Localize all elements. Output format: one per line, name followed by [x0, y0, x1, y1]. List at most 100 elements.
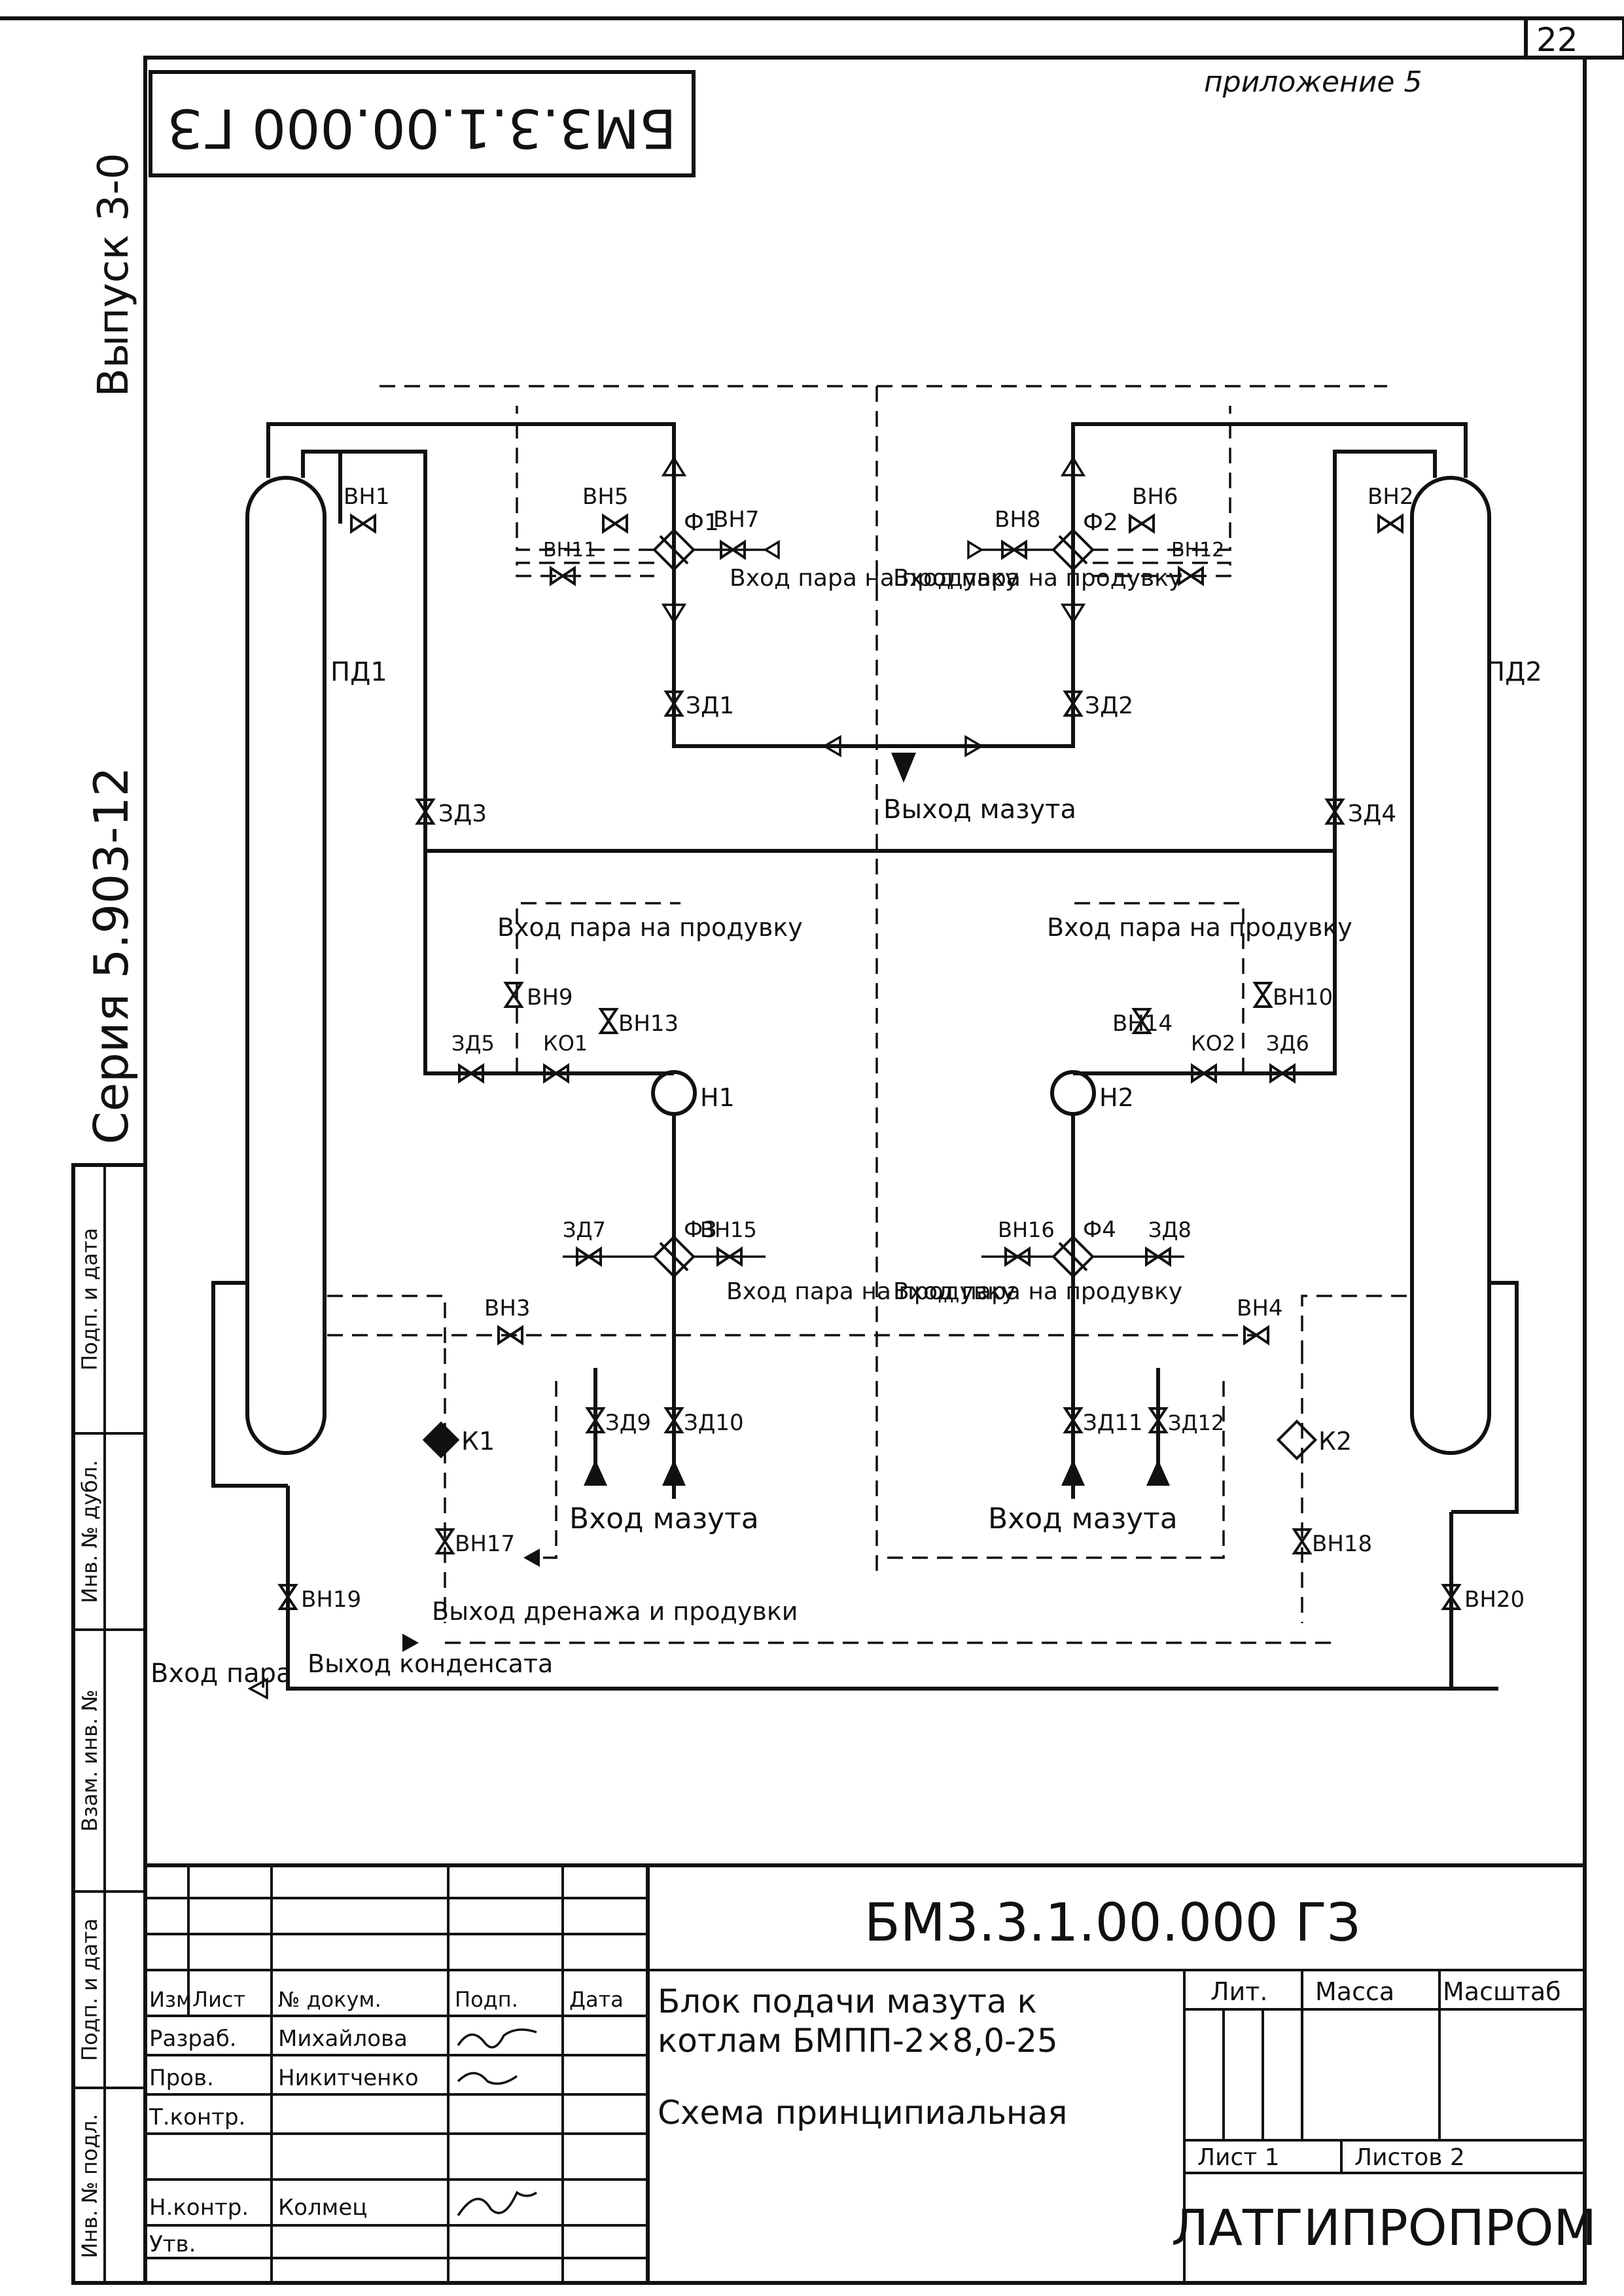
vn10-label: ВН10 — [1273, 984, 1333, 1011]
zd7-label: ЗД7 — [563, 1217, 606, 1242]
pd1-label: ПД1 — [330, 657, 387, 687]
steam-in-purge-4: Вход пара на продувку — [1047, 913, 1352, 942]
vn20-label: ВН20 — [1464, 1587, 1525, 1613]
tb-organization: ЛАТГИПРОПРОМ — [1171, 2198, 1597, 2257]
vn9-label: ВН9 — [527, 984, 573, 1011]
signature-razrab — [457, 2028, 537, 2049]
ko2-label: КО2 — [1191, 1031, 1235, 1056]
sheet-frame — [0, 16, 1624, 2285]
zd9-label: ЗД9 — [605, 1410, 651, 1436]
vn15-label: ВН15 — [700, 1217, 757, 1242]
signature-prov — [457, 2072, 518, 2085]
steam-in-label: Вход пара — [150, 1659, 292, 1689]
f1-label: Ф1 — [684, 509, 719, 536]
vn4-label: ВН4 — [1237, 1295, 1283, 1321]
tb-lit-label: Лит. — [1210, 1977, 1268, 2006]
zd6-label: ЗД6 — [1266, 1031, 1309, 1056]
tb-header-sign: Подп. — [455, 1987, 518, 2012]
tb-sheet-label: Лист 1 — [1197, 2144, 1280, 2171]
vn14-label: ВН14 — [1112, 1011, 1173, 1037]
h2-label: Н2 — [1099, 1083, 1134, 1112]
pump-h2 — [1050, 1070, 1096, 1116]
heater-pd1 — [245, 476, 327, 1455]
signature-nkontr — [457, 2191, 537, 2216]
vn18-label: ВН18 — [1312, 1531, 1372, 1557]
zd12-label: ЗД12 — [1168, 1410, 1224, 1435]
k2-label: К2 — [1318, 1427, 1352, 1456]
tb-role: Н.контр. — [149, 2195, 249, 2221]
side-stamp-label: Подп. и дата — [77, 1918, 102, 2061]
side-issue: Выпуск 3-0 — [90, 153, 138, 397]
condensate-out-label: Выход конденсата — [308, 1649, 553, 1678]
vn17-label: ВН17 — [455, 1531, 515, 1557]
tb-product-name-2: котлам БМПП-2×8,0-25 — [658, 2022, 1058, 2060]
k1-label: К1 — [461, 1427, 495, 1456]
vn19-label: ВН19 — [301, 1587, 361, 1613]
tb-doc-name: Схема принципиальная — [658, 2094, 1067, 2132]
side-series: Серия 5.903-12 — [84, 767, 139, 1145]
f2-label: Ф2 — [1083, 509, 1118, 536]
tb-name: Михайлова — [278, 2026, 408, 2052]
mazut-in-arrow — [584, 1460, 607, 1486]
tb-sheets-label: Листов 2 — [1354, 2144, 1465, 2171]
mazut-in-arrow — [1061, 1460, 1085, 1486]
tb-role: Пров. — [149, 2065, 214, 2091]
zd11-label: ЗД11 — [1083, 1410, 1143, 1436]
mazut-in-arrow — [1146, 1460, 1170, 1486]
tb-role: Утв. — [149, 2231, 196, 2257]
heater-pd2 — [1410, 476, 1491, 1455]
mazut-in-arrow — [662, 1460, 686, 1486]
title-block — [145, 1863, 1585, 2283]
tb-header-list: Лист — [192, 1987, 245, 2012]
zd8-label: ЗД8 — [1148, 1217, 1192, 1242]
side-stamp-label: Инв. № подл. — [77, 2114, 102, 2259]
zd5-label: ЗД5 — [451, 1031, 495, 1056]
steam-in-purge-3: Вход пара на продувку — [497, 913, 803, 942]
pd2-label: ПД2 — [1485, 657, 1542, 687]
side-stamp-label: Подп. и дата — [77, 1228, 102, 1371]
page-number: 22 — [1536, 21, 1578, 59]
steam-in-purge-5: Вход пара на продувку — [726, 1278, 1015, 1305]
piping-schematic: ПД1 ПД2 Ф1 Ф2 ЗД1 ЗД2 ВН7 ВН8 Вход пара … — [150, 385, 1542, 1700]
vn13-label: ВН13 — [618, 1011, 679, 1037]
zd4-label: ЗД4 — [1348, 800, 1396, 827]
f4-label: Ф4 — [1083, 1217, 1116, 1243]
vn1-label: ВН1 — [344, 484, 390, 510]
steam-in-purge-2: Вход пара на продувку — [893, 565, 1182, 592]
vn3-label: ВН3 — [484, 1295, 531, 1321]
ko1-label: КО1 — [543, 1031, 588, 1056]
tb-role: Т.контр. — [149, 2104, 245, 2130]
vn8-label: ВН8 — [995, 507, 1041, 533]
tb-role: Разраб. — [149, 2026, 237, 2052]
f3-label: Ф3 — [684, 1217, 717, 1243]
vn11-label: ВН11 — [543, 539, 596, 562]
zd1-label: ЗД1 — [686, 692, 734, 719]
vn2-label: ВН2 — [1368, 484, 1414, 510]
side-stamp-label: Взам. инв. № — [77, 1689, 102, 1831]
vn5-label: ВН5 — [582, 484, 629, 510]
vn16-label: ВН16 — [998, 1217, 1055, 1242]
stamp-code: БМ3.3.1.00.000 ГЗ — [168, 97, 676, 159]
zd3-label: ЗД3 — [438, 800, 487, 827]
zd10-label: ЗД10 — [684, 1410, 744, 1436]
tb-product-name-1: Блок подачи мазута к — [658, 1982, 1037, 2020]
zd2-label: ЗД2 — [1085, 692, 1133, 719]
tb-header-izm: Изм — [149, 1987, 192, 2012]
appendix-label: приложение 5 — [1204, 65, 1422, 99]
tb-mass-label: Масса — [1315, 1977, 1394, 2006]
mazut-out-arrow — [891, 753, 916, 783]
tb-name: Колмец — [278, 2195, 367, 2221]
drain-out-label: Выход дренажа и продувки — [432, 1597, 798, 1626]
tb-header-date: Дата — [569, 1987, 624, 2012]
tb-name: Никитченко — [278, 2065, 419, 2091]
tb-doc-code: БМ3.3.1.00.000 ГЗ — [864, 1892, 1360, 1953]
steam-in-purge-1: Вход пара на продувку — [730, 565, 1019, 592]
mazut-out-label: Выход мазута — [883, 795, 1076, 825]
tb-scale-label: Масштаб — [1443, 1977, 1561, 2006]
vn7-label: ВН7 — [713, 507, 760, 533]
steam-in-purge-6: Вход пара на продувку — [893, 1278, 1182, 1305]
mazut-in-label-2: Вход мазута — [988, 1502, 1178, 1535]
mazut-in-label-1: Вход мазута — [569, 1502, 759, 1535]
tb-header-docno: № докум. — [278, 1987, 381, 2012]
